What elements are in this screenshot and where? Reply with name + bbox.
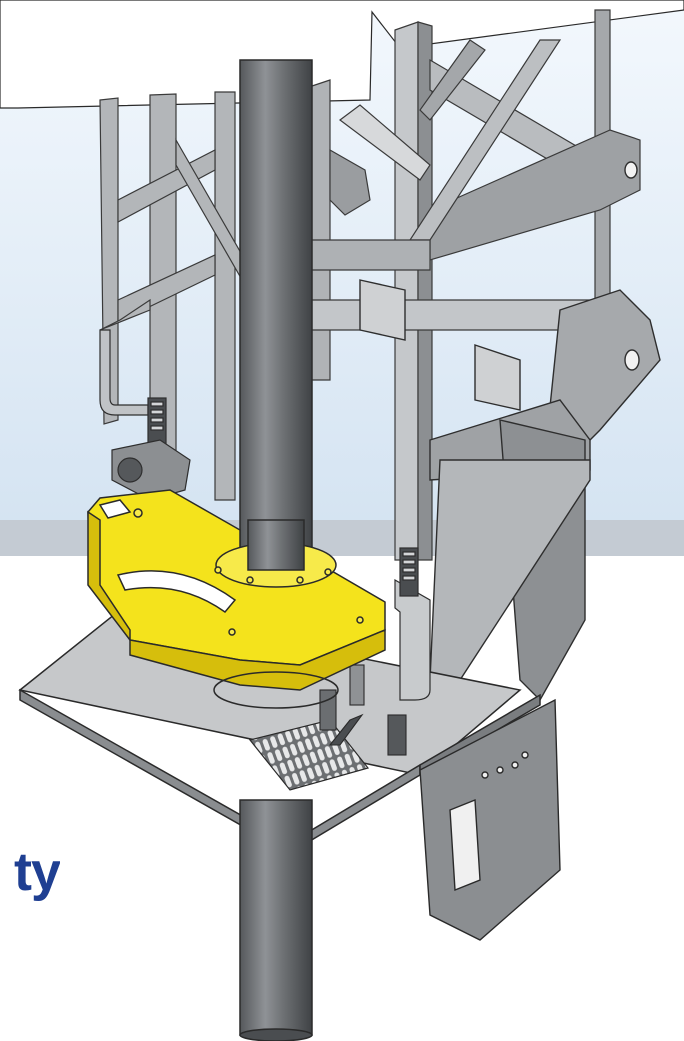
lower-gusset-plate — [419, 698, 561, 941]
yellow-clamp-housing — [87, 489, 386, 691]
right-clip — [394, 547, 431, 701]
left-hanger — [99, 329, 191, 501]
caption-fragment: ty — [13, 842, 60, 902]
ceiling-plane — [0, 0, 684, 109]
plate-blocks — [319, 664, 407, 756]
lattice-frame-left — [99, 91, 246, 501]
side-bracket — [359, 161, 661, 702]
rotary-ring — [213, 671, 339, 709]
